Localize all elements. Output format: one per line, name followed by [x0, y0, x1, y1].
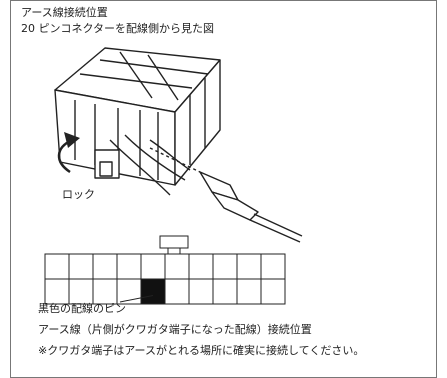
pin-cell — [164, 278, 190, 305]
pin-cell — [212, 278, 238, 305]
black-wire-pin — [140, 278, 166, 305]
ground-wire-position-label: アース線（片側がクワガタ端子になった配線）接続位置 — [38, 323, 312, 336]
pin-cell — [236, 253, 262, 280]
pin-cell — [212, 253, 238, 280]
pin-cell — [260, 278, 286, 305]
pin-cell — [116, 253, 142, 280]
connector-side-face — [174, 59, 221, 186]
pin-cell — [68, 253, 94, 280]
diagram-title: アース線接続位置 — [21, 6, 108, 19]
pin-cell — [140, 253, 166, 280]
pin-cell — [44, 253, 70, 280]
lock-label: ロック — [62, 188, 95, 201]
pin-cell — [68, 278, 94, 305]
pin-cell — [260, 253, 286, 280]
pin-cell — [164, 253, 190, 280]
pin-pointer-line — [119, 295, 154, 303]
pin-cell — [92, 278, 118, 305]
pin-cell — [188, 278, 214, 305]
pin-cell — [236, 278, 262, 305]
rotate-arrowhead — [64, 132, 80, 148]
pin-cell — [92, 253, 118, 280]
black-wire-pin-label: 黒色の配線のピン — [38, 302, 126, 315]
terminal-note: ※クワガタ端子はアースがとれる場所に確実に接続してください。 — [38, 344, 365, 357]
pin-cell — [188, 253, 214, 280]
diagram-subtitle: 20 ピンコネクターを配線側から見た図 — [21, 22, 215, 35]
pin-cell — [44, 278, 70, 305]
